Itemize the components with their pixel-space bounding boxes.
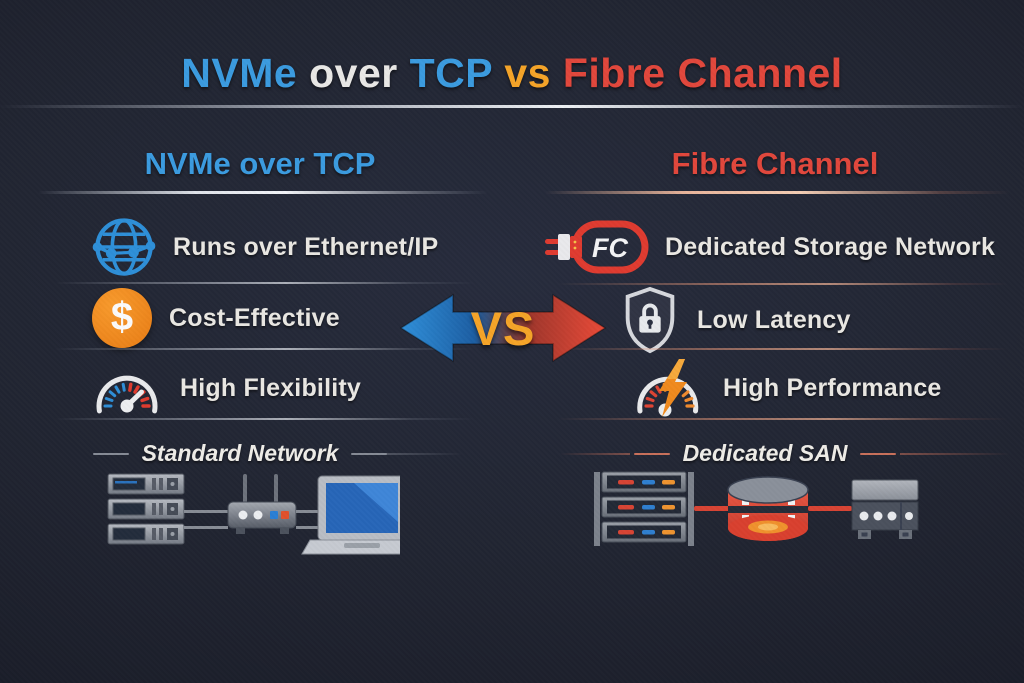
dash-line	[633, 452, 670, 455]
gauge-icon	[86, 356, 168, 420]
router-icon	[227, 474, 297, 534]
row-divider	[55, 348, 475, 350]
feature-label: High Performance	[723, 373, 942, 402]
san-link-line	[694, 506, 730, 511]
feature-label: High Flexibility	[180, 373, 361, 402]
dash-line	[92, 452, 129, 455]
laptop-icon	[301, 475, 400, 555]
gauge-lightning-icon	[626, 355, 710, 421]
title-vs: vs	[504, 50, 551, 96]
feature-label: Dedicated Storage Network	[665, 232, 996, 261]
database-icon	[727, 476, 809, 541]
feature-cost: $ Cost-Effective	[92, 288, 340, 348]
left-column-heading: NVMe over TCP	[144, 146, 376, 181]
feature-dedicated-network: FC Dedicated Storage Network	[545, 214, 995, 280]
feature-label: Runs over Ethernet/IP	[173, 232, 439, 261]
fc-badge-text: FC	[592, 233, 628, 263]
title-nvme: NVMe	[181, 50, 298, 96]
feature-label: Low Latency	[697, 305, 851, 334]
fc-plug-icon: FC	[545, 217, 649, 277]
dollar-glyph: $	[110, 295, 134, 339]
standard-network-label: Standard Network	[80, 440, 400, 467]
row-divider	[558, 348, 1008, 350]
diagram-label-text: Standard Network	[141, 440, 339, 466]
row-divider	[55, 282, 475, 284]
globe-network-icon	[90, 213, 158, 281]
title-fibre: Fibre Channel	[562, 50, 843, 96]
storage-array-icon	[851, 479, 919, 539]
left-heading-divider	[38, 191, 488, 194]
right-heading-divider	[545, 191, 1010, 194]
dedicated-san-label: Dedicated SAN	[595, 440, 935, 467]
server-rack-icon	[107, 473, 185, 545]
feature-low-latency: Low Latency	[618, 286, 851, 354]
dollar-icon: $	[92, 288, 152, 348]
title-tcp: TCP	[409, 50, 493, 96]
shield-lock-icon	[618, 286, 682, 354]
san-server-rack-icon	[594, 471, 694, 546]
label-extension-line	[368, 453, 463, 455]
row-divider	[558, 283, 1008, 285]
feature-ethernet: Runs over Ethernet/IP	[90, 212, 438, 282]
feature-high-performance: High Performance	[626, 356, 942, 420]
feature-flexibility: High Flexibility	[86, 356, 361, 420]
page-title: NVMe over TCP vs Fibre Channel	[0, 50, 1024, 97]
network-link-line	[296, 526, 318, 529]
network-link-line	[184, 510, 228, 513]
title-divider	[0, 105, 1024, 108]
san-link-line	[808, 506, 852, 511]
feature-label: Cost-Effective	[169, 303, 340, 332]
vs-arrow: VS	[399, 289, 607, 367]
title-over: over	[309, 50, 398, 96]
network-link-line	[296, 510, 318, 513]
label-extension-line	[900, 453, 1010, 455]
dash-line	[860, 452, 897, 455]
standard-network-diagram	[100, 468, 400, 568]
dedicated-san-diagram	[592, 460, 922, 568]
row-divider	[55, 418, 475, 420]
label-extension-line	[560, 453, 630, 455]
right-column-heading: Fibre Channel	[671, 146, 879, 181]
row-divider	[558, 418, 1008, 420]
network-link-line	[184, 526, 228, 529]
vs-label: VS	[470, 301, 536, 355]
diagram-label-text: Dedicated SAN	[682, 440, 848, 466]
